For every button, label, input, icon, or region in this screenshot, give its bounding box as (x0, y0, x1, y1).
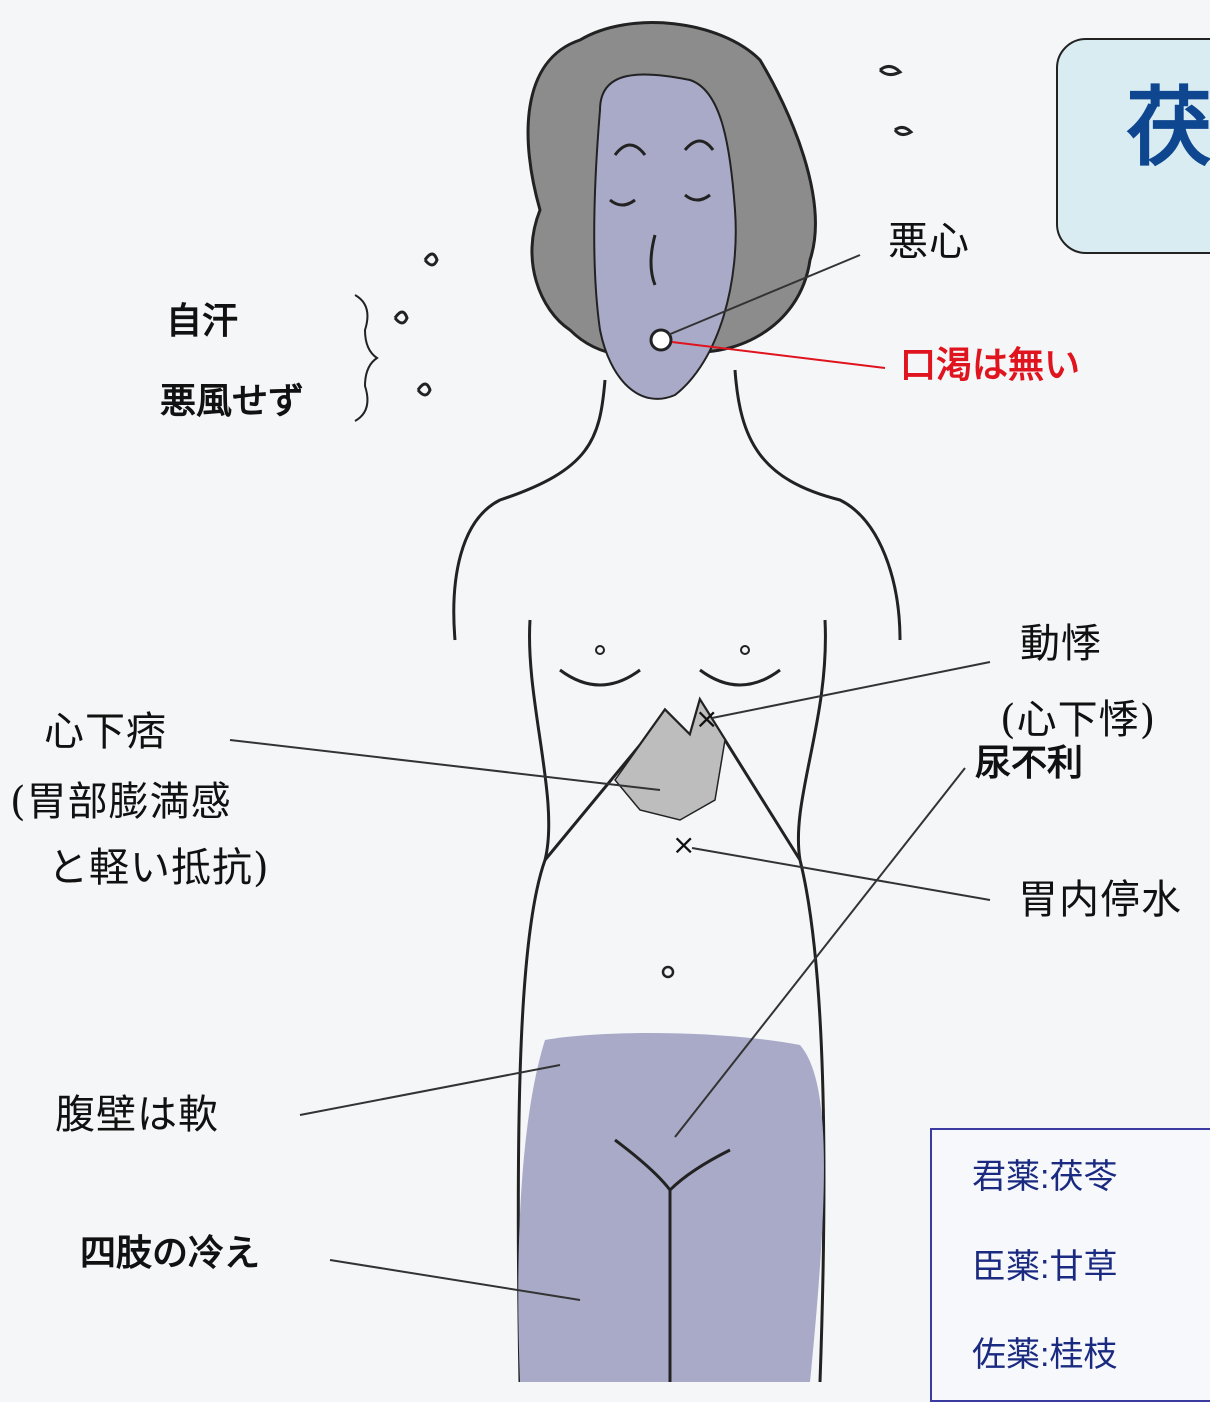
label-kokatsu: 口渇は無い (900, 345, 1081, 386)
label-ofusezu: 悪風せず (160, 381, 305, 422)
label-shinkahi-note2: と軽い抵抗) (48, 845, 270, 891)
page-title: 茯 (1126, 78, 1210, 178)
svg-text:×: × (695, 702, 718, 735)
herb-shin: 臣薬:甘草 (972, 1248, 1118, 1286)
label-shinkahi-note1: (胃部膨満感 (10, 779, 232, 825)
herb-kun: 君薬:茯苓 (972, 1158, 1118, 1196)
body-outline (452, 369, 902, 1382)
label-fukuheki: 腹壁は軟 (55, 1092, 219, 1138)
label-inai: 胃内停水 (1018, 877, 1182, 923)
herb-box (930, 1128, 1210, 1402)
brace (354, 294, 379, 422)
label-douki: 動悸 (1020, 621, 1102, 667)
title-box (1056, 38, 1210, 254)
herb-sa: 佐薬:桂枝 (972, 1336, 1118, 1374)
face (593, 73, 737, 400)
label-shishi: 四肢の冷え (80, 1233, 261, 1274)
label-jikan: 自汗 (166, 301, 239, 342)
svg-text:×: × (672, 828, 695, 861)
label-shinkahi: 心下痞 (44, 709, 167, 755)
label-shinkaki: (心下悸) (1000, 697, 1157, 743)
label-nyofuri: 尿不利 (975, 743, 1084, 784)
label-oshin: 悪心 (888, 219, 970, 265)
mouth (649, 328, 673, 352)
hatch-area (614, 698, 726, 821)
